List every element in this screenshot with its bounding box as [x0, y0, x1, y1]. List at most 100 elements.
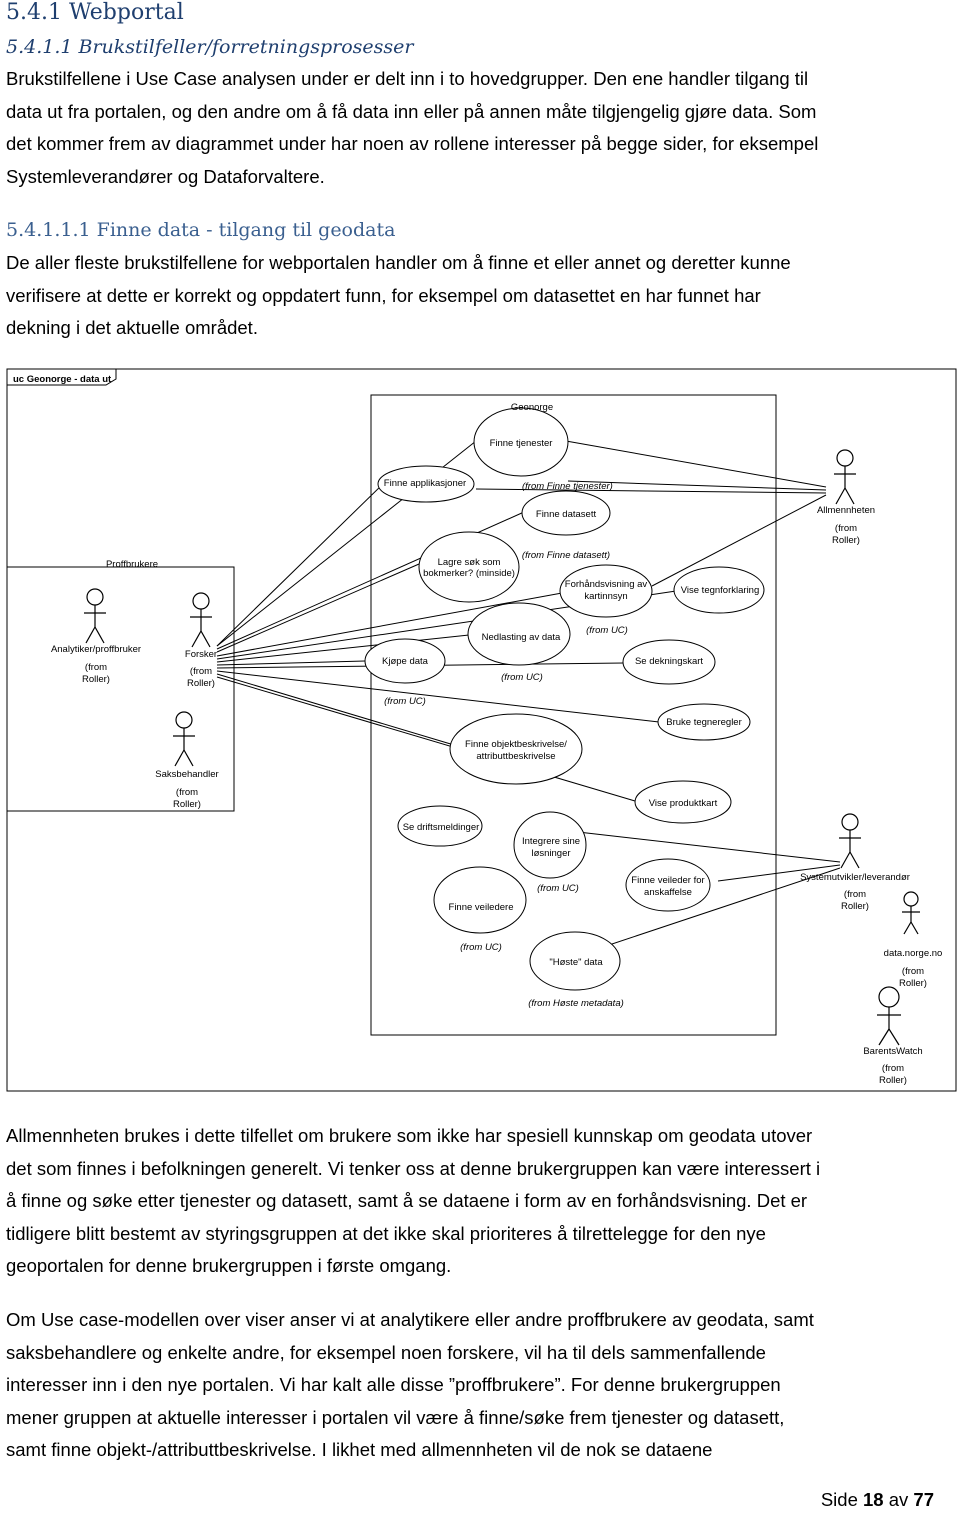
use-case-label: løsninger: [531, 848, 570, 859]
use-case-label: Kjøpe data: [382, 656, 429, 667]
heading-brukstilfeller: 5.4.1.1 Brukstilfeller/forretningsproses…: [6, 36, 414, 58]
frame-label: uc Geonorge - data ut: [13, 374, 112, 385]
from-note: (from UC): [384, 696, 426, 707]
use-case-finne-datasett: [521, 490, 611, 536]
heading-webportal: 5.4.1 Webportal: [6, 0, 184, 25]
use-case-label: Se dekningskart: [635, 656, 703, 667]
actor-figure: [902, 891, 920, 935]
use-case-lagre-sok: [418, 531, 520, 603]
text-line: interesser inn i den nye portalen. Vi ha…: [6, 1374, 781, 1396]
use-case-label: Se driftsmeldinger: [403, 822, 480, 833]
text-line: Brukstilfellene i Use Case analysen unde…: [6, 68, 809, 89]
use-case-hoste-data: [529, 931, 621, 991]
association-line: [216, 480, 387, 647]
from-note: (from UC): [460, 942, 502, 953]
use-case-label: Nedlasting av data: [482, 632, 561, 643]
page-footer: Side 18 av 77: [821, 1489, 934, 1511]
text-line: tidligere blitt bestemt av styringsgrupp…: [6, 1222, 766, 1244]
association-line: [216, 673, 455, 746]
use-case-finne-veileder-anskaffelse: [625, 858, 711, 912]
use-case-se-dekningskart: [622, 639, 716, 685]
use-case-integrere: [513, 811, 587, 879]
page-number: 18: [863, 1489, 884, 1510]
use-case-kjope-data: [364, 638, 446, 684]
actor-from: (from: [902, 966, 924, 977]
allmennheten-paragraph: Allmennheten brukes i dette tilfellet om…: [6, 1120, 954, 1283]
use-case-label: Finne tjenester: [490, 438, 553, 449]
actor-from: (from: [176, 787, 198, 798]
actor-from: Roller): [832, 535, 860, 546]
actor-figure: [839, 813, 861, 869]
actor-label: Systemutvikler/leverandør: [800, 872, 910, 883]
use-case-se-driftsmeldinger: [397, 805, 483, 847]
association-line: [717, 864, 841, 882]
actor-from: (from: [844, 889, 866, 900]
association-line: [216, 670, 660, 723]
actor-from: (from: [882, 1063, 904, 1074]
association-line: [651, 494, 827, 587]
proffbrukere-paragraph: Om Use case-modellen over viser anser vi…: [6, 1304, 954, 1467]
use-case-label: kartinnsyn: [584, 591, 627, 602]
use-case-label: Lagre søk som: [438, 557, 501, 568]
finne-data-paragraph: De aller fleste brukstilfellene for webp…: [6, 247, 954, 345]
actor-from: Roller): [899, 978, 927, 989]
text-line: det som finnes i befolkningen generelt. …: [6, 1157, 821, 1179]
text-line: saksbehandlere og enkelte andre, for eks…: [6, 1341, 766, 1363]
actor-label: BarentsWatch: [863, 1046, 922, 1057]
system-boundary: [370, 394, 777, 1036]
actor-figure: [834, 449, 856, 505]
association-line: [216, 676, 636, 802]
actor-label: Saksbehandler: [155, 769, 218, 780]
actor-from: Roller): [82, 674, 110, 685]
from-note: (from Høste metadata): [528, 998, 624, 1009]
association-line: [567, 480, 827, 491]
actor-figure: [173, 711, 195, 767]
actor-figure: [190, 592, 212, 648]
use-case-label: Finne applikasjoner: [384, 478, 466, 489]
actor-label: Allmennheten: [817, 505, 875, 516]
use-case-label: Finne datasett: [536, 509, 597, 520]
association-line: [565, 440, 827, 488]
use-case-label: Finne objektbeskrivelse/: [465, 739, 567, 750]
from-note: (from UC): [501, 672, 543, 683]
from-note: (from Finne datasett): [522, 550, 610, 561]
use-case-finne-veiledere: [433, 866, 527, 934]
use-case-vise-tegnforklaring: [673, 566, 765, 614]
actor-from: (from: [190, 666, 212, 677]
actor-label: Forsker: [185, 649, 217, 660]
use-case-label: Forhåndsvisning av: [565, 579, 648, 590]
text-line: dekning i det aktuelle området.: [6, 317, 258, 339]
use-case-label: attributtbeskrivelse: [476, 751, 555, 762]
actor-from: Roller): [187, 678, 215, 689]
use-case-finne-objektbeskrivelse: [449, 713, 583, 785]
use-case-forhandsvisning: [559, 564, 653, 618]
text-line: data ut fra portalen, og den andre om å …: [6, 100, 817, 122]
intro-paragraph: Brukstilfellene i Use Case analysen unde…: [6, 63, 954, 193]
system-label: Geonorge: [511, 402, 553, 413]
text-line: å finne og søke etter tjenester og datas…: [6, 1190, 808, 1212]
text-line: samt finne objekt-/attributtbeskrivelse.…: [6, 1439, 713, 1461]
actor-label: data.norge.no: [884, 948, 943, 959]
actor-label: Analytiker/proffbruker: [51, 644, 141, 655]
use-case-label: "Høste" data: [549, 957, 603, 968]
text-line: det kommer frem av diagrammet under har …: [6, 133, 819, 155]
association-line: [475, 488, 827, 494]
from-note: (from UC): [586, 625, 628, 636]
use-case-label: anskaffelse: [644, 887, 692, 898]
text-line: De aller fleste brukstilfellene for webp…: [6, 252, 791, 273]
actor-from: (from: [85, 662, 107, 673]
package-label: Proffbrukere: [106, 559, 158, 570]
page-total: 77: [913, 1489, 934, 1510]
association-line: [216, 563, 420, 653]
actor-from: Roller): [173, 799, 201, 810]
use-case-finne-tjenester: [473, 407, 569, 477]
use-case-label: bokmerker? (minside): [423, 568, 515, 579]
association-line: [577, 831, 841, 863]
use-case-finne-applikasjoner: [377, 465, 475, 503]
actor-from: Roller): [841, 901, 869, 912]
heading-finne-data: 5.4.1.1.1 Finne data - tilgang til geoda…: [6, 219, 396, 241]
use-case-vise-produktkart: [634, 780, 732, 824]
actor-figure: [877, 986, 901, 1046]
use-case-nedlasting: [467, 602, 571, 666]
association-line: [599, 867, 841, 949]
